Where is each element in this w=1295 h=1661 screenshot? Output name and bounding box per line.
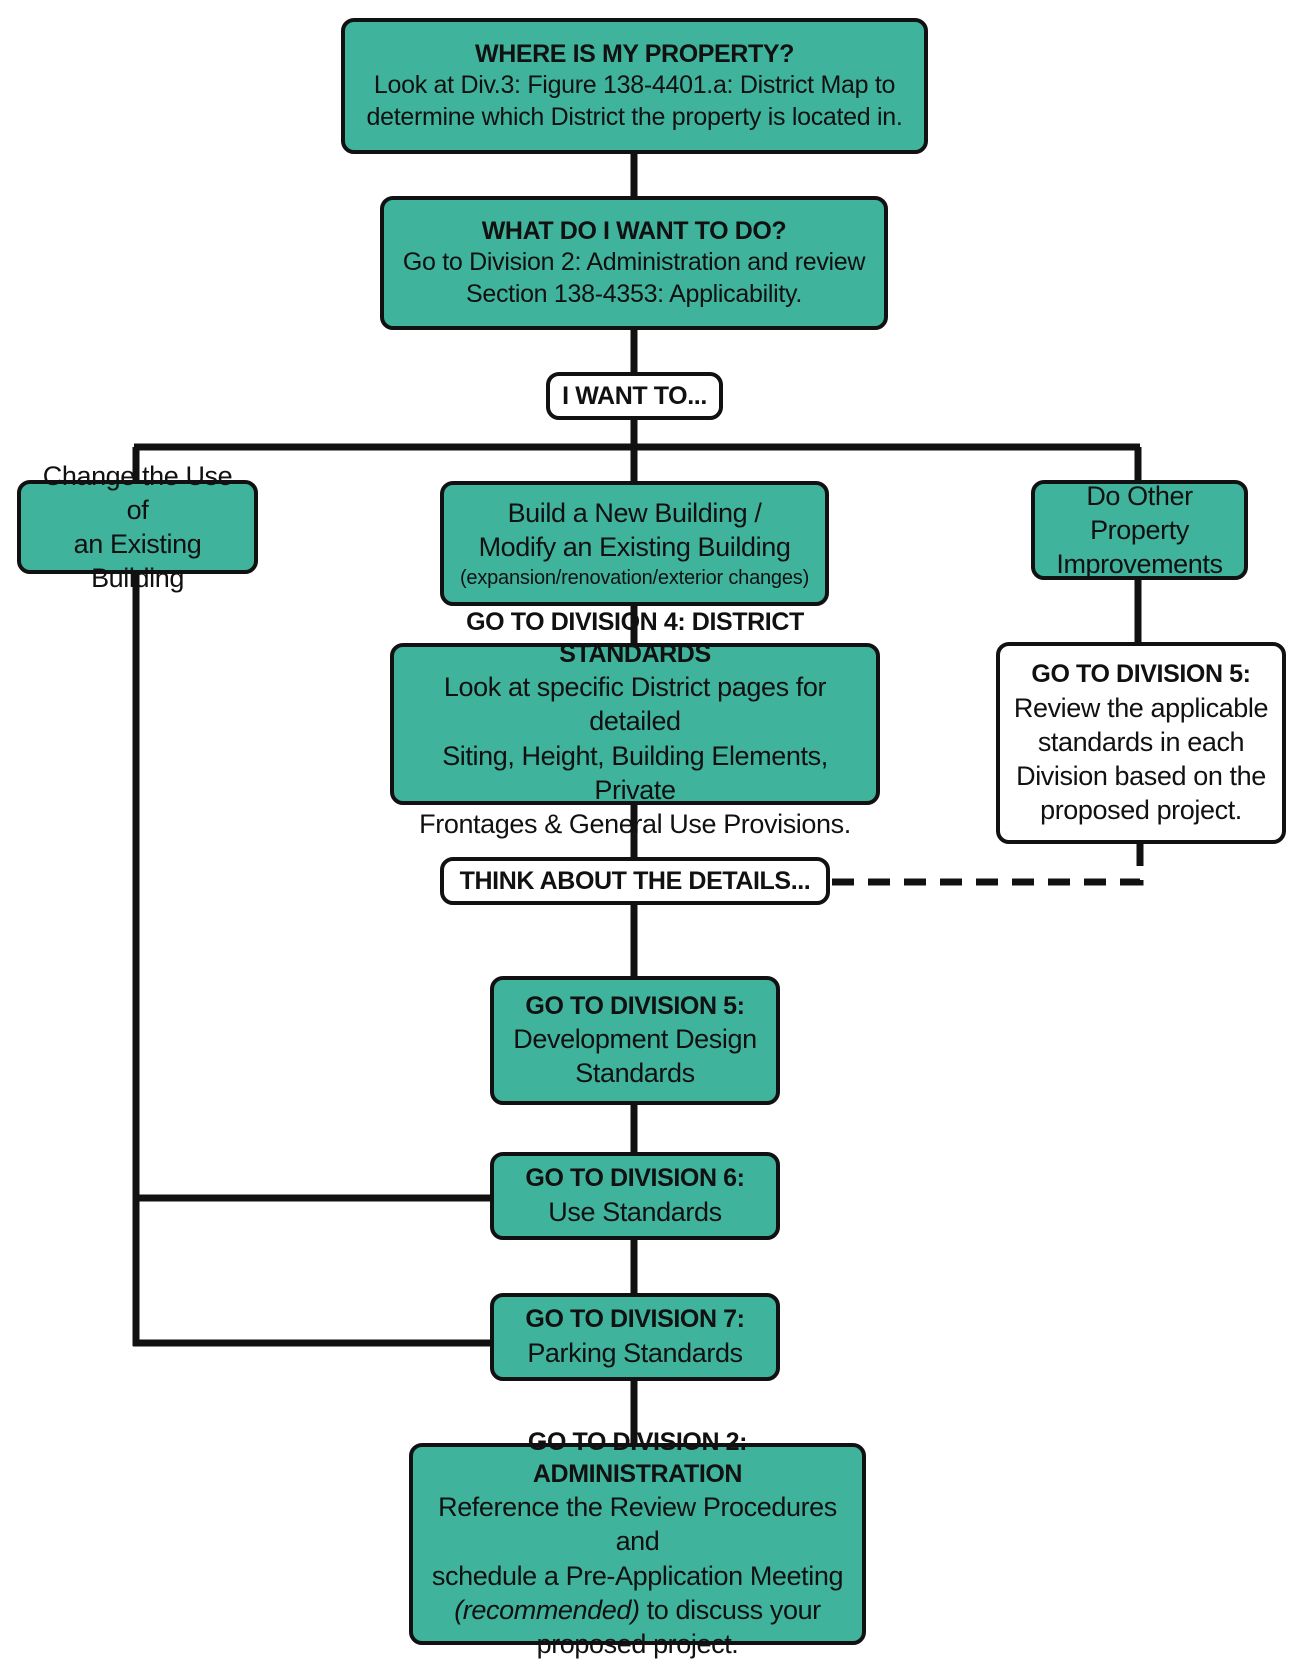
box-text: schedule a Pre-Application Meeting: [431, 1560, 844, 1591]
box-text: Do Other Property: [1086, 480, 1193, 545]
box-note: (expansion/renovation/exterior changes): [459, 566, 810, 589]
connector-dashed-div5-think: [830, 844, 1144, 886]
box-heading: GO TO DIVISION 5:: [525, 991, 745, 1020]
division-5-other-box: GO TO DIVISION 5: Review the applicable …: [996, 642, 1286, 844]
box-text: proposed project.: [1040, 794, 1242, 825]
box-text: an Existing Building: [73, 529, 202, 594]
box-text: Look at specific District pages for deta…: [443, 672, 827, 737]
box-text: Use Standards: [548, 1196, 722, 1227]
division-5-box: GO TO DIVISION 5: Development Design Sta…: [490, 976, 780, 1105]
box-heading: GO TO DIVISION 6:: [525, 1164, 745, 1193]
box-text: Division based on the: [1016, 760, 1266, 791]
box-text: Build a New Building /: [507, 497, 762, 528]
box-text: Reference the Review Procedures and: [438, 1492, 837, 1557]
what-do-i-want-box: WHAT DO I WANT TO DO? Go to Division 2: …: [380, 196, 888, 330]
box-text: Frontages & General Use Provisions.: [419, 808, 851, 839]
box-text-line-3: (recommended) to discuss your: [454, 1593, 821, 1627]
box-heading: WHERE IS MY PROPERTY?: [475, 39, 794, 68]
box-text: Standards: [575, 1058, 695, 1089]
box-heading: GO TO DIVISION 7:: [525, 1305, 745, 1334]
box-text: Modify an Existing Building: [478, 531, 791, 562]
box-heading: GO TO DIVISION 2: ADMINISTRATION: [527, 1428, 748, 1488]
box-heading: GO TO DIVISION 4: DISTRICT STANDARDS: [466, 608, 804, 668]
box-text: Development Design: [513, 1024, 757, 1055]
change-use-box: Change the Use of an Existing Building: [17, 461, 258, 593]
other-improvements-box: Do Other Property Improvements: [1031, 480, 1248, 580]
recommended-italic-text: (recommended): [454, 1594, 640, 1625]
division-6-box: GO TO DIVISION 6: Use Standards: [490, 1152, 780, 1240]
division-4-box: GO TO DIVISION 4: DISTRICT STANDARDS Loo…: [390, 608, 880, 839]
box-text: Review the applicable: [1013, 692, 1269, 723]
box-text: Change the Use of: [42, 460, 233, 525]
box-text: proposed project.: [536, 1628, 739, 1659]
box-text: Parking Standards: [527, 1337, 743, 1368]
box-text: Siting, Height, Building Elements, Priva…: [442, 740, 828, 805]
i-want-to-label: I WANT TO...: [546, 372, 723, 420]
box-heading: GO TO DIVISION 5:: [1031, 660, 1251, 689]
box-heading: WHAT DO I WANT TO DO?: [481, 216, 787, 245]
division-7-box: GO TO DIVISION 7: Parking Standards: [490, 1293, 780, 1381]
think-about-details-label: THINK ABOUT THE DETAILS...: [440, 857, 830, 905]
where-is-my-property-box: WHERE IS MY PROPERTY? Look at Div.3: Fig…: [341, 18, 928, 154]
box-text: Look at Div.3: Figure 138-4401.a: Distri…: [373, 71, 896, 100]
box-text: determine which District the property is…: [366, 102, 903, 131]
box-text: Section 138-4353: Applicability.: [466, 279, 802, 308]
box-text: to discuss your: [639, 1594, 821, 1625]
division-2-administration-box: GO TO DIVISION 2: ADMINISTRATION Referen…: [409, 1428, 866, 1659]
box-text: Go to Division 2: Administration and rev…: [402, 248, 866, 277]
box-text: standards in each: [1037, 726, 1245, 757]
box-text: Improvements: [1056, 549, 1223, 580]
build-new-building-box: Build a New Building / Modify an Existin…: [440, 481, 829, 606]
